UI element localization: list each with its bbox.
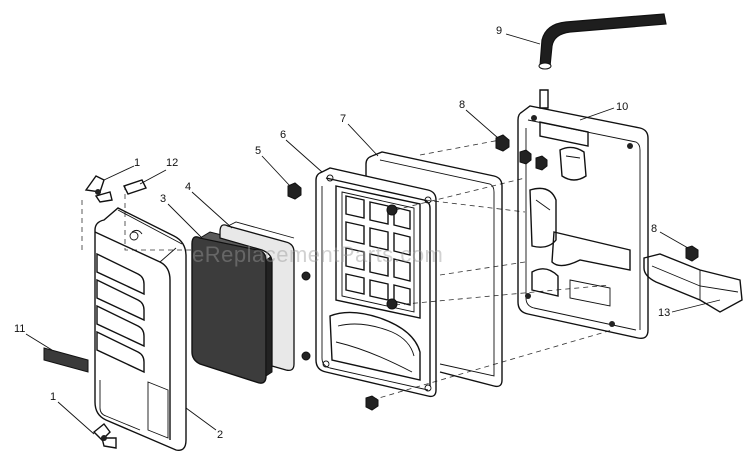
callout-4: 4 [185,181,191,193]
breather-tube-part-9 [538,13,667,70]
base-part-6 [301,167,437,398]
callout-8-right: 8 [651,223,657,235]
backplate-part-10 [517,89,649,340]
alignment-lines [81,139,613,401]
callout-1-bottom: 1 [50,391,56,403]
leader-lines [25,33,721,435]
watermark: eReplacementParts.com [192,242,443,267]
callout-2: 2 [217,429,223,441]
nut-lower [365,395,379,411]
nut-part-8-right [685,245,699,262]
callout-5: 5 [255,145,261,157]
callout-3: 3 [160,193,166,205]
label-part-12 [123,179,147,195]
gasket-part-7 [365,151,503,388]
nut-part-8-top [495,134,510,152]
callout-11: 11 [14,323,25,335]
nut-part-5 [287,182,302,200]
callout-9: 9 [496,25,502,37]
wing-nut-bottom [92,423,117,449]
grill-openings [345,195,411,306]
callout-13: 13 [658,307,670,319]
callout-8-top: 8 [459,99,465,111]
callout-10: 10 [616,101,628,113]
bracket-part-13 [643,253,743,313]
callout-numbers: 1 12 4 3 5 6 7 8 9 10 8 13 11 1 2 [14,25,670,441]
wing-nut-top [84,175,113,203]
callout-1-top: 1 [134,157,140,169]
hardware [43,134,699,449]
callout-12: 12 [166,157,178,169]
cover-part-2 [94,207,187,451]
pre-cleaner-part-4 [219,221,295,372]
element-part-3 [191,231,273,384]
callout-6: 6 [280,129,286,141]
callout-7: 7 [340,113,346,125]
label-part-11 [43,347,89,373]
